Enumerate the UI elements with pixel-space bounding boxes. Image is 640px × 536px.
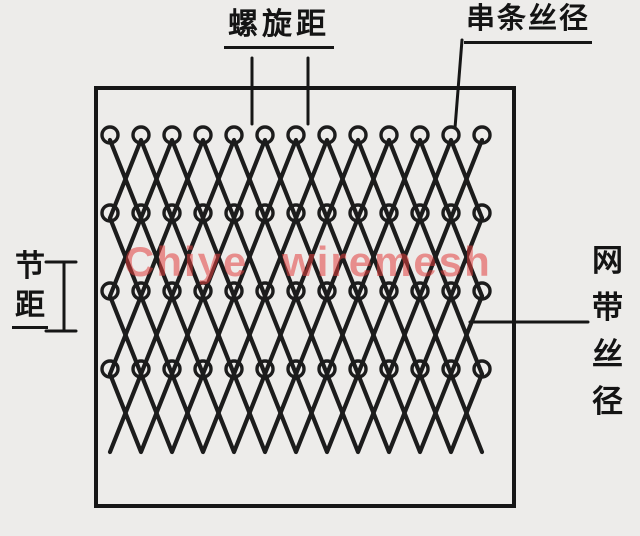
wire-loop bbox=[317, 359, 337, 379]
wire-loop bbox=[317, 125, 337, 145]
pitch-label: 节 距 bbox=[12, 250, 48, 329]
wire-loop bbox=[162, 281, 182, 301]
cross-rod-wire-diameter-label: 串条丝径 bbox=[464, 3, 593, 44]
wire-loop bbox=[348, 125, 368, 145]
wire-loop bbox=[348, 281, 368, 301]
wire-loop bbox=[286, 359, 306, 379]
spiral-pitch-label: 螺旋距 bbox=[224, 8, 334, 49]
wire-loop bbox=[286, 281, 306, 301]
wire-loop bbox=[410, 203, 430, 223]
wire-loop bbox=[131, 203, 151, 223]
wire-loop bbox=[224, 359, 244, 379]
wire-loop bbox=[410, 125, 430, 145]
wire-loop bbox=[441, 359, 461, 379]
wire-loop bbox=[255, 203, 275, 223]
wire-loop bbox=[224, 281, 244, 301]
spiral-mesh-weave bbox=[100, 125, 492, 455]
wire-loop bbox=[472, 203, 492, 223]
wire-loop bbox=[100, 359, 120, 379]
pitch-char-1: 节 bbox=[15, 250, 45, 283]
wire-loop bbox=[441, 281, 461, 301]
wire-loop bbox=[379, 125, 399, 145]
cross-rod-leader bbox=[453, 38, 464, 130]
spiral-strand bbox=[107, 215, 485, 299]
wire-loop bbox=[441, 125, 461, 145]
wire-loop bbox=[472, 125, 492, 145]
diagram-border bbox=[94, 86, 516, 508]
wire-loop bbox=[410, 281, 430, 301]
wire-loop bbox=[162, 203, 182, 223]
wire-loop bbox=[255, 125, 275, 145]
wire-loop bbox=[131, 281, 151, 301]
wire-loop bbox=[317, 203, 337, 223]
wire-loop bbox=[348, 203, 368, 223]
wire-loop bbox=[193, 281, 213, 301]
spiral-strand bbox=[107, 371, 485, 455]
belt-wire-char-1: 网 bbox=[592, 243, 623, 278]
watermark-text: Chiye wiremesh bbox=[124, 238, 492, 285]
spiral-strand bbox=[107, 293, 485, 377]
wire-loop bbox=[162, 125, 182, 145]
wire-loop bbox=[224, 125, 244, 145]
wire-loop bbox=[286, 125, 306, 145]
belt-wire-char-4: 径 bbox=[592, 384, 623, 420]
wire-loop bbox=[348, 359, 368, 379]
wire-loop bbox=[317, 281, 337, 301]
wire-loop bbox=[100, 203, 120, 223]
wire-loop bbox=[286, 203, 306, 223]
wire-loop bbox=[193, 125, 213, 145]
wire-loop bbox=[100, 281, 120, 301]
belt-wire-char-3: 丝 bbox=[592, 337, 623, 373]
wire-loop bbox=[131, 125, 151, 145]
wire-loop bbox=[472, 281, 492, 301]
wire-loop bbox=[410, 359, 430, 379]
wire-loop bbox=[162, 359, 182, 379]
belt-wire-char-2: 带 bbox=[592, 290, 623, 326]
belt-wire-diameter-label: 网 带 丝 径 bbox=[592, 243, 623, 420]
pitch-char-2: 距 bbox=[15, 289, 45, 322]
wire-loop bbox=[472, 359, 492, 379]
wire-loop bbox=[379, 203, 399, 223]
wire-loop bbox=[255, 359, 275, 379]
spiral-strand bbox=[107, 371, 485, 455]
wire-loop bbox=[441, 203, 461, 223]
wire-loop bbox=[224, 203, 244, 223]
wire-loop bbox=[255, 281, 275, 301]
wire-loop bbox=[379, 359, 399, 379]
wire-loop bbox=[100, 125, 120, 145]
wire-loop bbox=[193, 359, 213, 379]
wire-loop bbox=[193, 203, 213, 223]
wire-loop bbox=[379, 281, 399, 301]
spiral-strand bbox=[107, 137, 485, 221]
wire-loop bbox=[131, 359, 151, 379]
